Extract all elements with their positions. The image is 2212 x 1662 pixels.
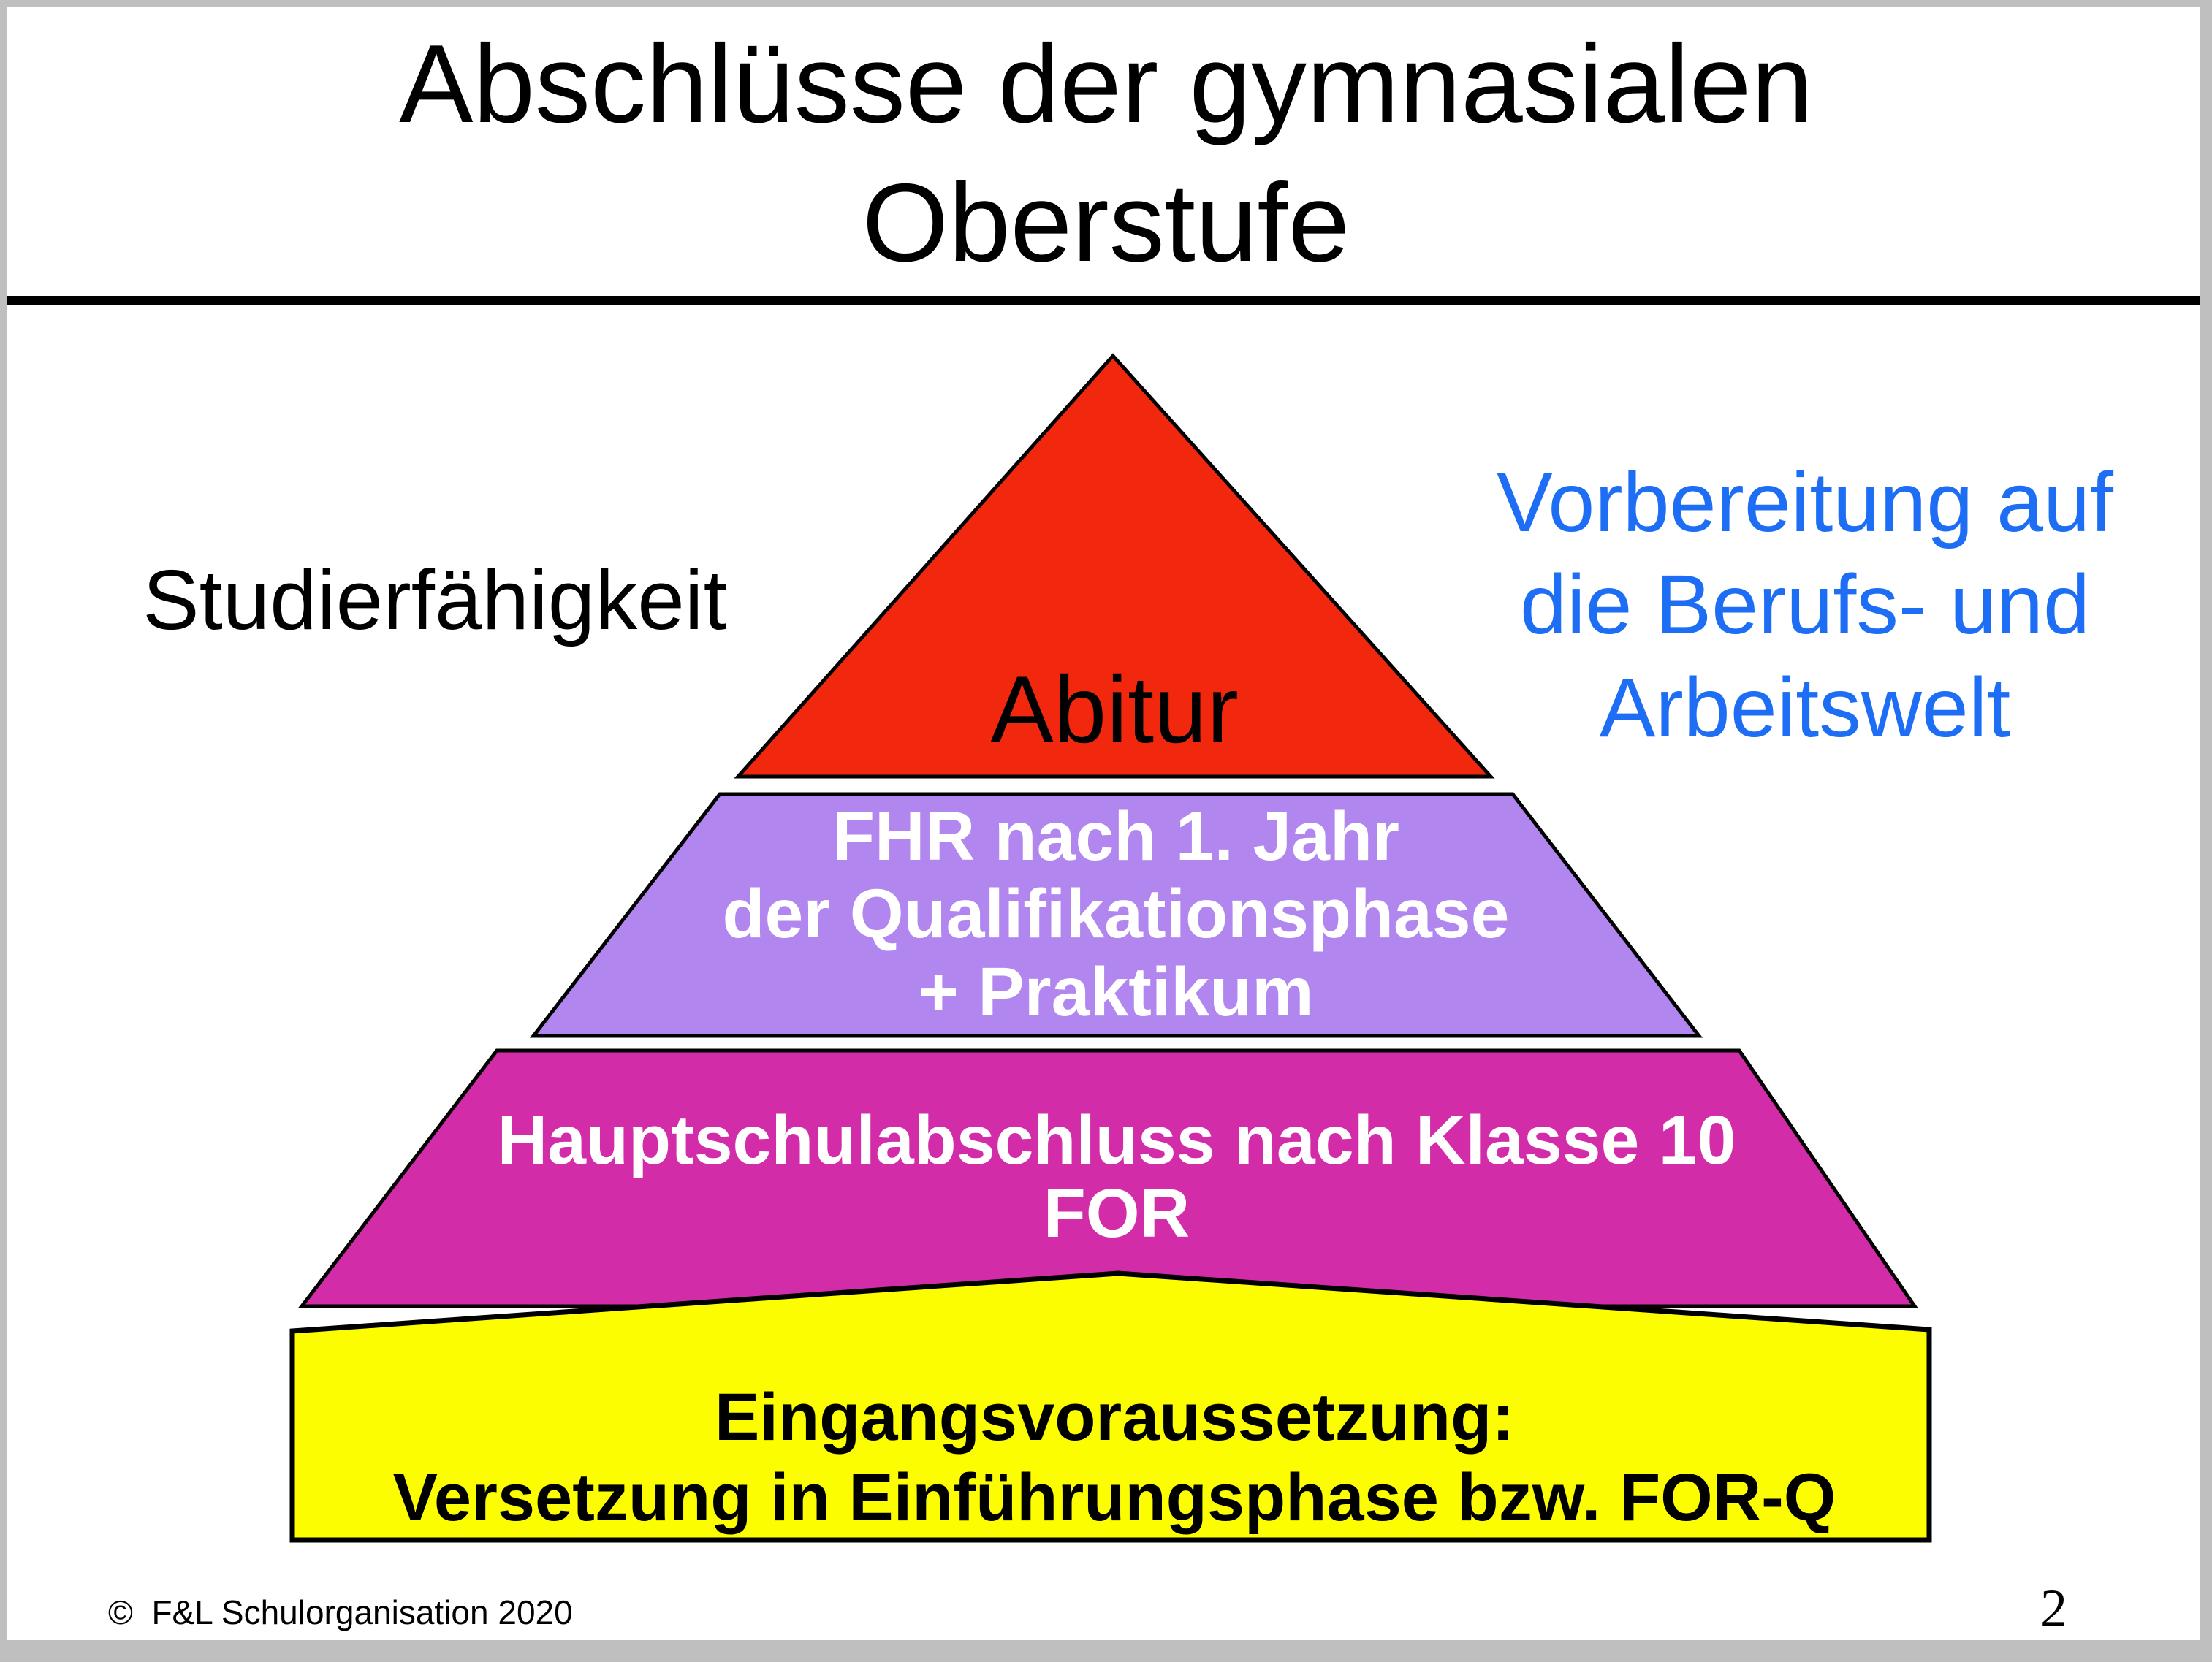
right-side-note-line-1: Vorbereitung auf — [1497, 456, 2113, 549]
fhr-label-line-1: FHR nach 1. Jahr — [832, 798, 1400, 875]
right-side-note: Vorbereitung auf die Berufs- und Arbeits… — [1497, 451, 2113, 759]
pyramid-layer-fhr-shape — [529, 792, 1703, 1038]
fhr-label-line-2: der Qualifikationsphase — [722, 875, 1510, 953]
copyright-footer: © F&L Schulorganisation 2020 — [108, 1593, 573, 1631]
pyramid-layer-for-shape — [297, 1048, 1918, 1308]
for-label-line-1: Hauptschulabschluss nach Klasse 10 — [497, 1102, 1736, 1179]
left-side-note: Studierfähigkeit — [142, 552, 727, 647]
entry-label-line-2: Versetzung in Einführungsphase bzw. FOR-… — [392, 1460, 1836, 1536]
page-title-line-2: Oberstufe — [862, 161, 1350, 285]
title-divider-rule — [7, 296, 2200, 305]
entry-label: Eingangsvoraussetzung: Versetzung in Ein… — [393, 1377, 1836, 1539]
pyramid-layer-abitur-shape — [734, 353, 1495, 779]
for-label: Hauptschulabschluss nach Klasse 10 FOR — [497, 1102, 1736, 1252]
page-title-line-1: Abschlüsse der gymnasialen — [399, 22, 1813, 146]
fhr-label: FHR nach 1. Jahr der Qualifikationsphase… — [723, 798, 1510, 1031]
page-number: 2 — [2040, 1579, 2067, 1639]
right-side-note-line-3: Arbeitswelt — [1599, 660, 2011, 755]
fhr-label-line-3: + Praktikum — [918, 953, 1314, 1031]
entry-label-line-1: Eingangsvoraussetzung: — [715, 1380, 1514, 1455]
page-title: Abschlüsse der gymnasialen Oberstufe — [0, 15, 2212, 292]
right-side-note-line-2: die Berufs- und — [1520, 558, 2090, 652]
for-label-line-2: FOR — [1043, 1174, 1190, 1252]
abitur-label: Abitur — [990, 656, 1239, 763]
pyramid-layer-entry-shape — [289, 1270, 1932, 1543]
